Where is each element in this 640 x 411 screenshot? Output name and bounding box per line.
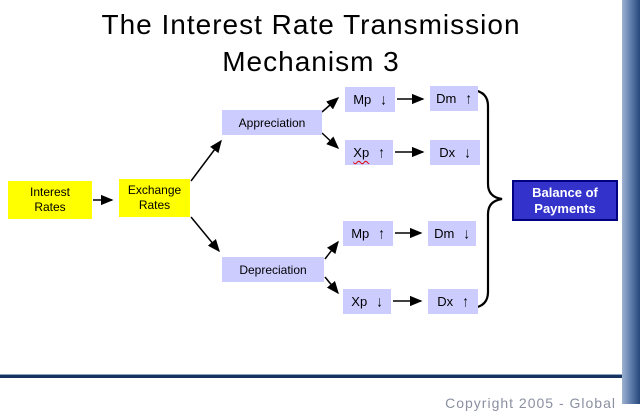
down-arrow-icon: ↓ [380, 90, 387, 109]
footer-divider-line [0, 374, 622, 378]
node-balance-of-payments-line1: Balance of [532, 184, 598, 200]
up-arrow-icon: ↑ [378, 224, 385, 243]
down-arrow-icon: ↓ [463, 224, 470, 243]
node-depreciation: Depreciation [222, 257, 324, 282]
down-arrow-icon: ↓ [464, 143, 471, 162]
node-balance-of-payments: Balance of Payments [512, 180, 618, 221]
slide-title-line2: Mechanism 3 [222, 46, 400, 77]
node-dm-up: Dm ↑ [430, 86, 478, 111]
arrow-appreciation-to-mp-down [321, 97, 340, 113]
arrow-depreciation-to-mp-up [324, 240, 339, 260]
node-interest-rates: Interest Rates [8, 181, 92, 219]
node-dx-up-label: Dx [437, 294, 454, 309]
node-mp-up-label: Mp [351, 226, 370, 241]
node-dx-up: Dx ↑ [428, 289, 478, 314]
node-mp-down: Mp ↓ [345, 87, 395, 112]
node-balance-of-payments-line2: Payments [534, 200, 596, 216]
up-arrow-icon: ↑ [465, 89, 472, 108]
node-dm-up-label: Dm [436, 91, 457, 106]
node-xp-up-label: Xp [353, 145, 370, 160]
slide-title: The Interest Rate Transmission Mechanism… [0, 6, 622, 80]
node-appreciation: Appreciation [222, 110, 322, 135]
node-dx-down-label: Dx [439, 145, 456, 160]
node-exchange-rates-line1: Exchange [127, 183, 182, 197]
node-dm-down: Dm ↓ [428, 221, 476, 246]
arrow-exchange-to-depreciation [190, 216, 220, 253]
node-xp-down-label: Xp [351, 294, 368, 309]
down-arrow-icon: ↓ [376, 292, 383, 311]
slide-title-line1: The Interest Rate Transmission [101, 9, 521, 40]
node-interest-rates-line1: Interest [29, 185, 71, 199]
footer-partial-text: Copyright 2005 - Global [445, 395, 616, 411]
node-mp-up: Mp ↑ [343, 221, 393, 246]
brace-to-balance-of-payments [472, 88, 503, 310]
node-exchange-rates: Exchange Rates [119, 179, 190, 217]
node-mp-down-label: Mp [353, 92, 372, 107]
arrow-appreciation-to-xp-up [321, 132, 340, 150]
arrow-exchange-to-appreciation [190, 139, 222, 182]
node-dm-down-label: Dm [434, 226, 455, 241]
window-edge-strip [622, 0, 640, 404]
node-interest-rates-line2: Rates [34, 200, 66, 214]
up-arrow-icon: ↑ [378, 143, 385, 162]
node-xp-down: Xp ↓ [343, 289, 391, 314]
node-xp-up: Xp ↑ [345, 140, 393, 165]
node-dx-down: Dx ↓ [430, 140, 480, 165]
node-exchange-rates-line2: Rates [138, 198, 171, 212]
up-arrow-icon: ↑ [462, 292, 469, 311]
arrow-depreciation-to-xp-down [324, 276, 339, 295]
